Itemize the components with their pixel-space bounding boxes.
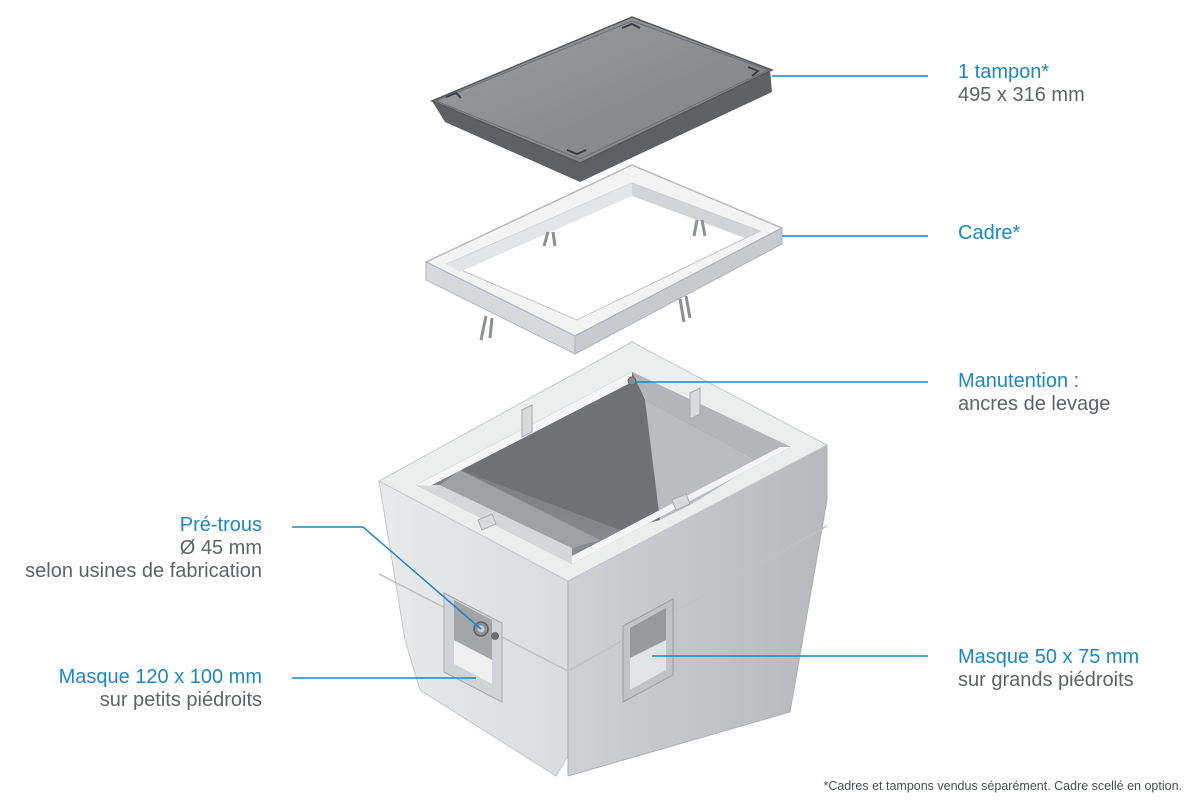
small-mask-with-pretrous <box>443 592 503 703</box>
footnote: *Cadres et tampons vendus séparément. Ca… <box>823 779 1182 793</box>
frame-cadre <box>424 164 784 355</box>
label-masque-petit-sub: sur petits piédroits <box>99 689 262 712</box>
label-pretrous: Pré-trous Ø 45 mm selon usines de fabric… <box>25 514 262 584</box>
lid-corner-marks <box>445 22 760 156</box>
label-masque-grand: Masque 50 x 75 mm sur grands piédroits <box>958 646 1139 692</box>
large-mask <box>622 598 674 703</box>
label-pretrous-diameter: Ø 45 mm <box>179 537 262 560</box>
leader-pretrous <box>292 526 482 630</box>
lid-tampon <box>430 16 774 182</box>
inner-posts <box>477 387 701 531</box>
label-masque-petit-title: Masque 120 x 100 mm <box>58 666 262 688</box>
frame-anchors <box>479 219 707 341</box>
concrete-chamber <box>377 341 829 777</box>
label-pretrous-title: Pré-trous <box>179 514 262 536</box>
label-masque-grand-title: Masque 50 x 75 mm <box>958 646 1140 668</box>
label-tampon-title: 1 tampon* <box>958 61 1050 83</box>
label-masque-grand-sub: sur grands piédroits <box>958 669 1134 692</box>
label-cadre-title: Cadre* <box>958 222 1021 244</box>
label-manutention-sub: ancres de levage <box>958 393 1111 416</box>
label-manutention: Manutention : ancres de levage <box>958 370 1110 416</box>
lifting-anchor <box>627 376 637 386</box>
leader-lines <box>292 75 928 679</box>
lid-top <box>430 16 774 164</box>
label-tampon-size: 495 x 316 mm <box>958 84 1085 107</box>
label-pretrous-note: selon usines de fabrication <box>25 560 262 583</box>
lid-side <box>432 70 772 182</box>
label-manutention-title: Manutention : <box>958 370 1080 392</box>
label-tampon: 1 tampon* 495 x 316 mm <box>958 61 1085 107</box>
label-cadre: Cadre* <box>958 222 1020 245</box>
label-masque-petit: Masque 120 x 100 mm sur petits piédroits <box>59 666 262 712</box>
